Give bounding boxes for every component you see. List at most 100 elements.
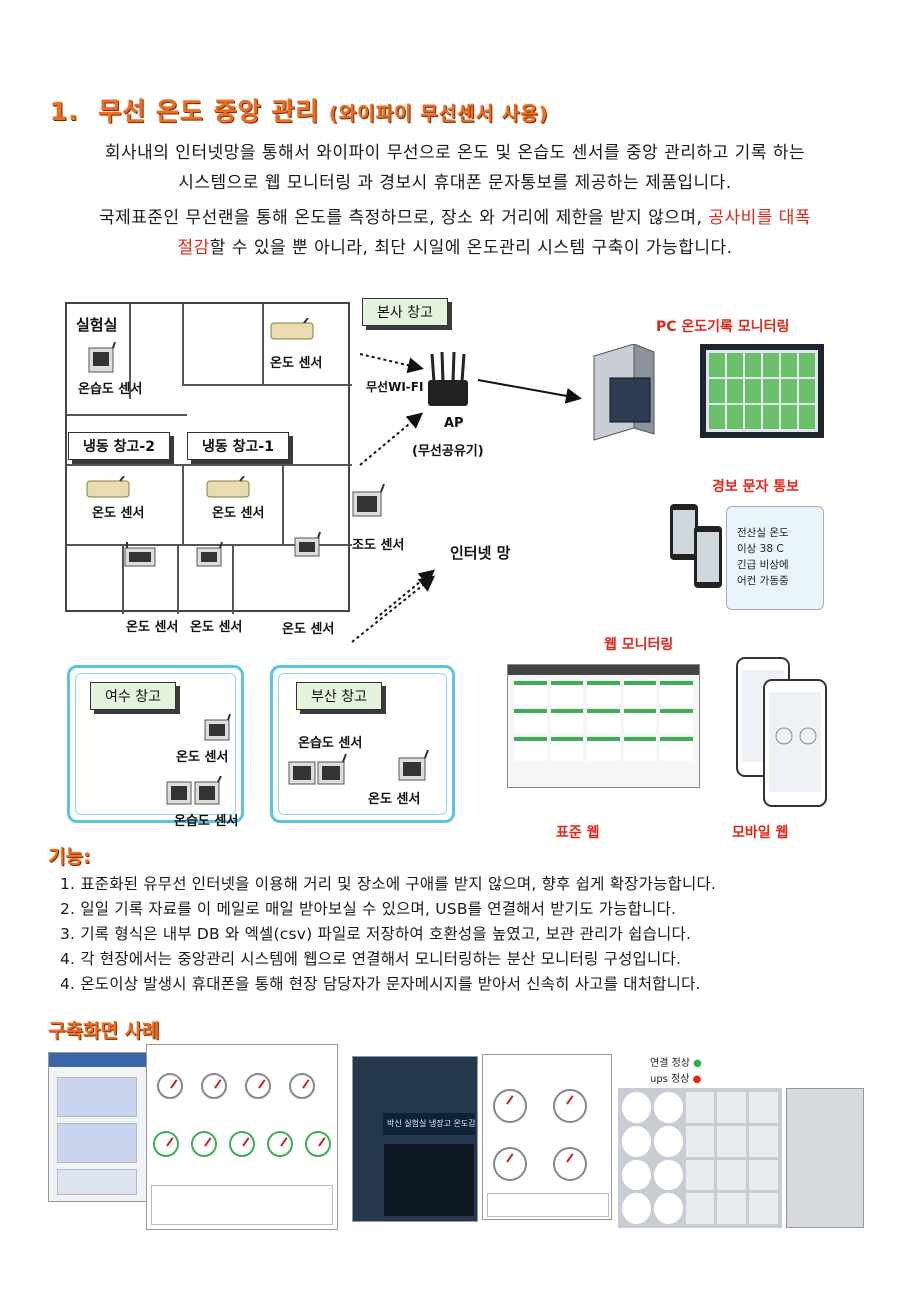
features-list: 1. 표준화된 유무선 인터넷을 이용해 거리 및 장소에 구애를 받지 않으며… — [60, 872, 880, 997]
wall — [67, 544, 352, 546]
label-standard-web: 표준 웹 — [556, 825, 600, 841]
label-temp-sensor-5: 온도 센서 — [190, 620, 243, 635]
intro-p2-line2: 절감할 수 있을 뿐 아니라, 최단 시일에 온도관리 시스템 구축이 가능합니… — [20, 233, 890, 263]
wall — [282, 444, 284, 544]
status-connection: 연결 정상 ● — [650, 1054, 702, 1069]
label-temp-sensor-3: 온도 센서 — [212, 506, 265, 521]
tag-yeosu: 여수 창고 — [90, 682, 176, 710]
label-busan-th: 온습도 센서 — [298, 736, 363, 751]
temperature-sensor-icon — [86, 476, 130, 498]
intro-p2-highlight-2: 절감 — [177, 238, 210, 258]
intro-p2-highlight: 공사비를 대폭 — [708, 208, 812, 228]
temperature-sensor-icon — [270, 318, 314, 340]
label-busan-temp: 온도 센서 — [368, 792, 421, 807]
router-icon — [428, 352, 468, 406]
page-title: 1. 무선 온도 중앙 관리 (와이파이 무선센서 사용) — [50, 92, 549, 128]
monitor-screen — [706, 350, 818, 432]
title-number: 1. — [50, 97, 79, 126]
label-temp-sensor-6: 온도 센서 — [282, 622, 335, 637]
gauge-wall — [618, 1088, 782, 1228]
title-main: 무선 온도 중앙 관리 — [98, 97, 320, 126]
label-router: (무선공유기) — [412, 444, 484, 459]
feature-item: 4. 각 현장에서는 중앙관리 시스템에 웹으로 연결해서 모니터링하는 분산 … — [60, 950, 682, 968]
label-temp-sensor-1: 온도 센서 — [270, 356, 323, 371]
label-light-sensor: 조도 센서 — [352, 538, 405, 553]
intro-line-1: 회사내의 인터넷망을 통해서 와이파이 무선으로 온도 및 온습도 센서를 중앙… — [104, 143, 806, 163]
intro-p2-line1: 국제표준인 무선랜을 통해 온도를 측정하므로, 장소 와 거리에 제한을 받지… — [20, 203, 890, 233]
temperature-sensor-icon — [294, 532, 321, 557]
label-internet: 인터넷 망 — [450, 544, 511, 562]
case-screenshot-3: 박신 실험실 냉장고 온도감 — [352, 1056, 478, 1222]
title-sub: (와이파이 무선센서 사용) — [329, 103, 549, 125]
wall — [129, 304, 131, 399]
web-grid — [508, 675, 699, 767]
intro-line-2: 시스템으로 웹 모니터링 과 경보시 휴대폰 문자통보를 제공하는 제품입니다. — [178, 173, 732, 193]
feature-item: 1. 표준화된 유무선 인터넷을 이용해 거리 및 장소에 구애를 받지 않으며… — [60, 875, 717, 893]
label-sms-alert: 경보 문자 통보 — [712, 479, 800, 495]
mobile-phone-icon — [736, 657, 827, 807]
case-screenshot-4 — [482, 1054, 612, 1220]
features-title: 기능: — [48, 846, 91, 868]
label-temp-sensor-2: 온도 센서 — [92, 506, 145, 521]
system-diagram: 실험실 온습도 센서 온도 센서 냉동 창고-2 냉동 창고-1 온도 센서 온… — [0, 280, 910, 841]
temperature-sensor-icon — [206, 476, 250, 498]
tag-hq-warehouse: 본사 창고 — [362, 298, 448, 326]
label-pc-monitoring: PC 온도기록 모니터링 — [656, 319, 790, 335]
wall — [182, 384, 352, 386]
monitor-icon — [700, 344, 824, 438]
label-mobile-web: 모바일 웹 — [732, 825, 789, 841]
wall — [67, 464, 352, 466]
status-connection-label: 연결 정상 — [650, 1058, 690, 1069]
intro-paragraph-1: 회사내의 인터넷망을 통해서 와이파이 무선으로 온도 및 온습도 센서를 중앙… — [20, 138, 890, 198]
label-web-monitoring: 웹 모니터링 — [604, 637, 674, 653]
side-panel — [786, 1088, 864, 1228]
internet-arrows — [351, 575, 436, 643]
wall — [67, 414, 187, 416]
feature-item: 3. 기록 형식은 내부 DB 와 엑셀(csv) 파일로 저장하여 호환성을 … — [60, 925, 692, 943]
wall — [262, 304, 264, 384]
phone-icon — [670, 504, 722, 588]
case-banner-text: 박신 실험실 냉장고 온도감 — [383, 1113, 475, 1135]
web-titlebar — [508, 665, 699, 675]
sms-line-3: 긴급 비상에 — [737, 559, 789, 571]
sms-card: 전산실 온도 이상 38 C 긴급 비상에 어컨 가동중 — [726, 506, 824, 610]
pc-tower-icon — [593, 344, 655, 441]
wall — [232, 544, 234, 614]
label-ap: AP — [444, 416, 464, 431]
cases-title: 구축화면 사례 — [48, 1020, 160, 1042]
case-screenshot-2 — [146, 1044, 338, 1230]
wall — [177, 544, 179, 614]
label-yeosu-temp: 온도 센서 — [176, 750, 229, 765]
label-th-sensor-lab: 온습도 센서 — [78, 382, 143, 397]
feature-item: 2. 일일 기록 자료를 이 메일로 매일 받아보실 수 있으며, USB를 연… — [60, 900, 677, 918]
case-screenshot-1 — [48, 1052, 148, 1202]
status-ups: ups 정상 ● — [650, 1070, 701, 1085]
wall — [182, 304, 184, 384]
sms-line-2: 이상 38 C — [737, 543, 784, 555]
tag-freezer-2: 냉동 창고-2 — [68, 432, 170, 460]
wall — [182, 464, 184, 544]
status-ok-icon: ● — [693, 1058, 702, 1069]
status-ups-label: ups 정상 — [650, 1074, 690, 1085]
label-wifi: 무선WI-FI — [366, 380, 424, 394]
intro-p2-text: 국제표준인 무선랜을 통해 온도를 측정하므로, 장소 와 거리에 제한을 받지… — [98, 208, 709, 228]
tag-busan: 부산 창고 — [296, 682, 382, 710]
intro-paragraph-2: 국제표준인 무선랜을 통해 온도를 측정하므로, 장소 와 거리에 제한을 받지… — [20, 203, 890, 263]
label-temp-sensor-4: 온도 센서 — [126, 620, 179, 635]
label-lab: 실험실 — [76, 316, 118, 334]
label-yeosu-th: 온습도 센서 — [174, 814, 239, 829]
humidity-sensor-icon — [288, 754, 347, 785]
humidity-sensor-icon — [166, 776, 222, 805]
sms-line-1: 전산실 온도 — [737, 527, 789, 539]
light-sensor-icon — [352, 484, 385, 517]
humidity-sensor-icon — [88, 342, 116, 373]
feature-item: 4. 온도이상 발생시 휴대폰을 통해 현장 담당자가 문자메시지를 받아서 신… — [60, 975, 701, 993]
temperature-sensor-icon — [124, 542, 156, 567]
temperature-sensor-icon — [204, 714, 231, 741]
temperature-sensor-icon — [398, 750, 429, 781]
intro-p2-text-2: 할 수 있을 뿐 아니라, 최단 시일에 온도관리 시스템 구축이 가능합니다. — [209, 238, 733, 258]
case-screenshot-5: 연결 정상 ● ups 정상 ● — [614, 1052, 866, 1230]
web-screenshot — [507, 664, 700, 788]
status-alert-icon: ● — [692, 1074, 702, 1085]
sms-line-4: 어컨 가동중 — [737, 575, 789, 587]
